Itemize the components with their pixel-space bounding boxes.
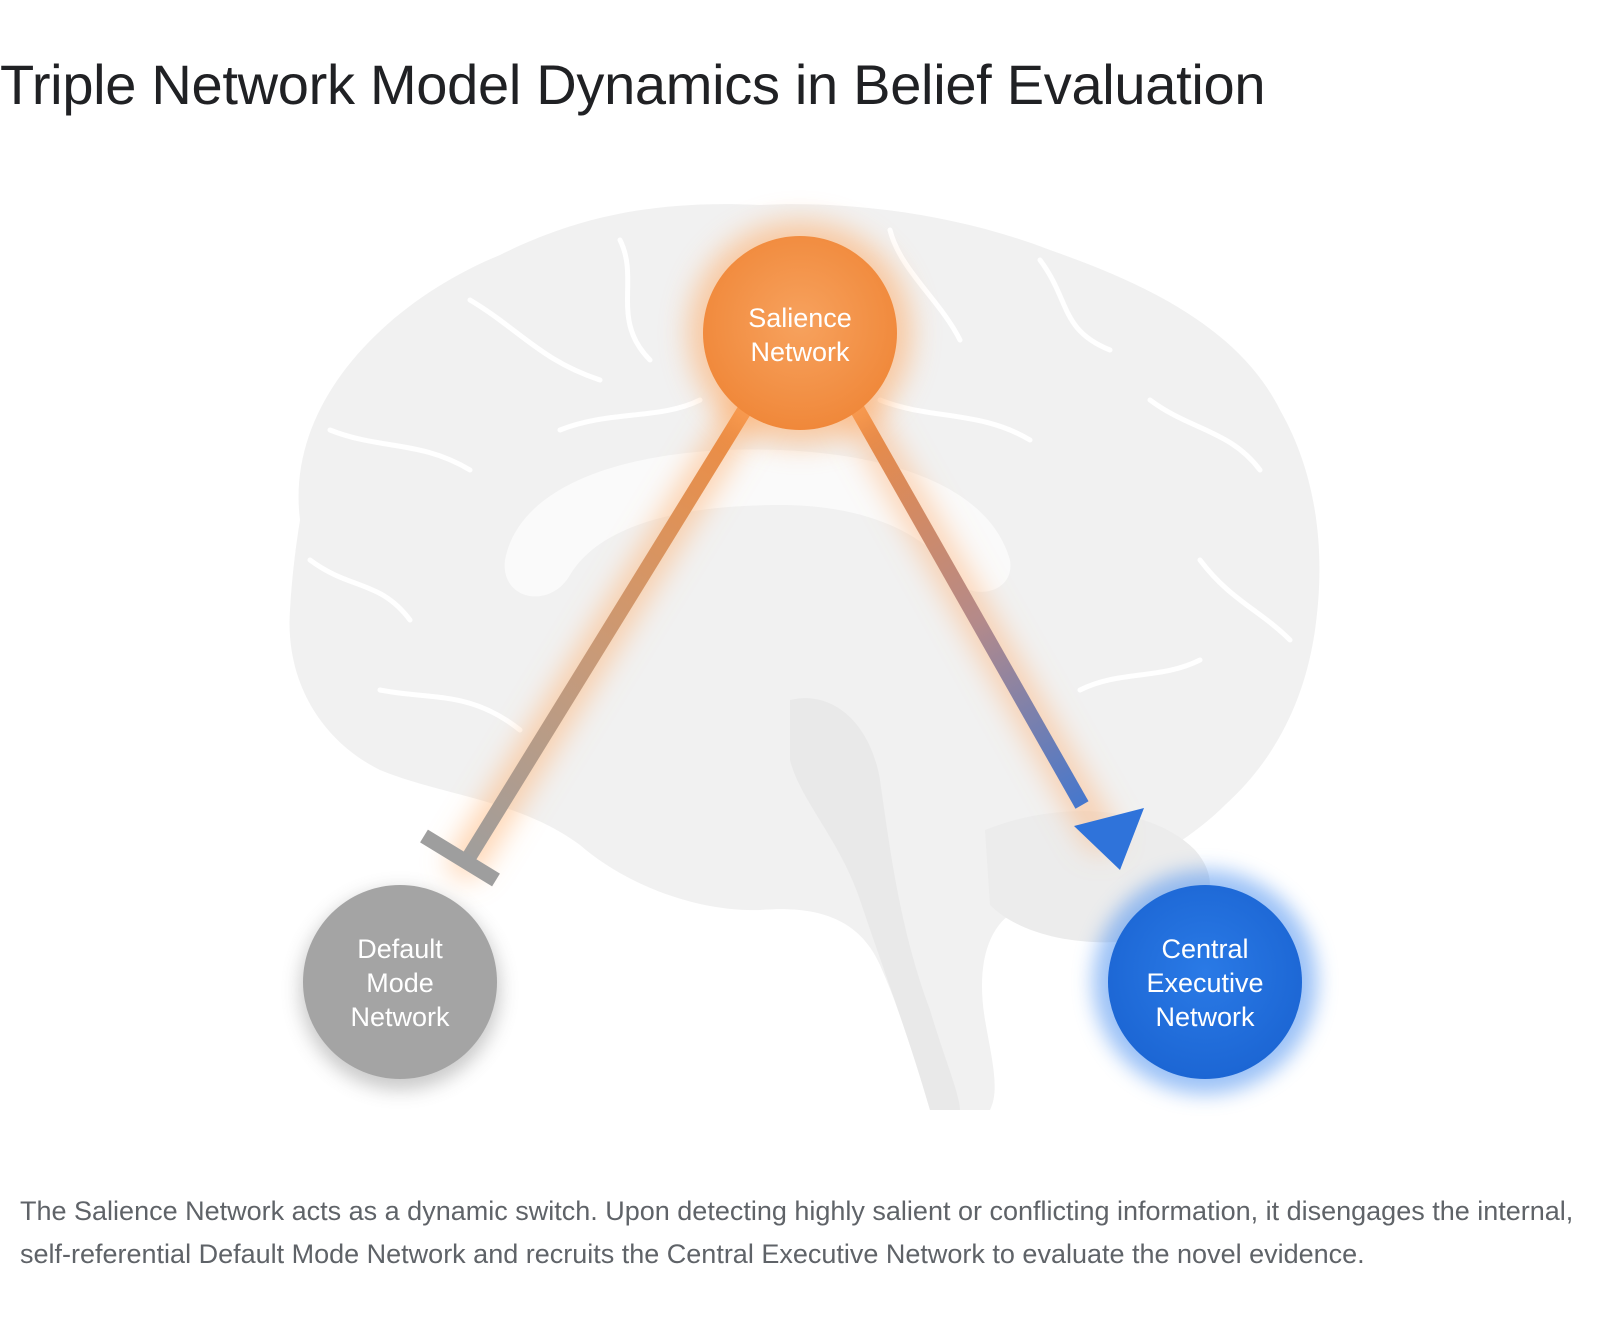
arrowhead-icon xyxy=(1074,808,1144,870)
salience-label-line-1: Salience xyxy=(748,303,852,333)
salience-network-node: Salience Network xyxy=(688,221,912,445)
cen-label-line-2: Executive xyxy=(1146,968,1263,998)
diagram-caption: The Salience Network acts as a dynamic s… xyxy=(20,1196,1574,1269)
central-executive-network-node: Central Executive Network xyxy=(1093,870,1317,1094)
activate-connection xyxy=(835,383,1144,870)
inhibit-connection xyxy=(420,381,769,887)
cen-label-line-1: Central xyxy=(1161,934,1248,964)
page-title: Triple Network Model Dynamics in Belief … xyxy=(0,53,1266,116)
brain-silhouette-icon xyxy=(289,204,1320,1110)
dmn-label-line-3: Network xyxy=(350,1002,450,1032)
salience-label-line-2: Network xyxy=(750,337,850,367)
cen-label-line-3: Network xyxy=(1155,1002,1255,1032)
dmn-label-line-2: Mode xyxy=(366,968,434,998)
dmn-label-line-1: Default xyxy=(357,934,443,964)
t-bar-icon xyxy=(420,829,500,887)
default-mode-network-node: Default Mode Network xyxy=(300,885,500,1090)
